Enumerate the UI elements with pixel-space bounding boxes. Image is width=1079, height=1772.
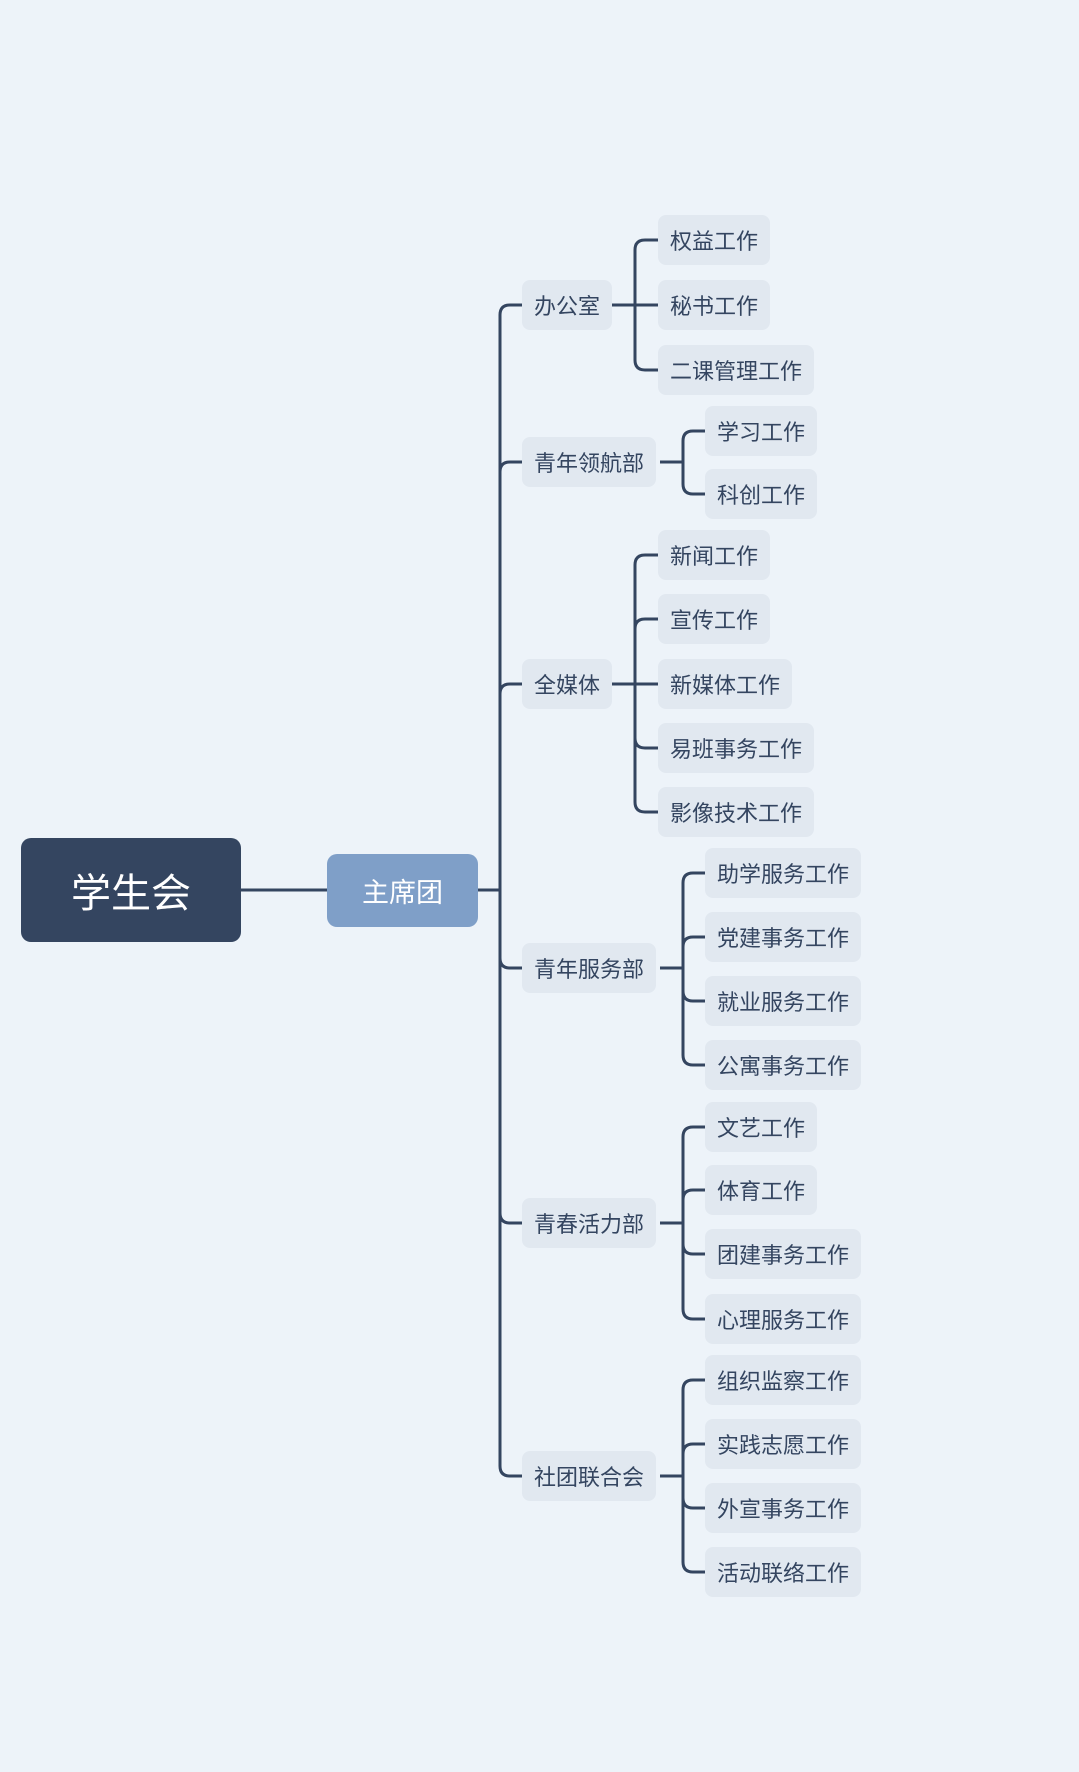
root-node[interactable]: 学生会: [21, 838, 241, 942]
task-node[interactable]: 秘书工作: [658, 280, 771, 330]
presidium-node[interactable]: 主席团: [327, 854, 478, 927]
task-node[interactable]: 新媒体工作: [658, 659, 793, 709]
leaf-connector: [681, 1243, 705, 1256]
task-node[interactable]: 活动联络工作: [705, 1547, 862, 1597]
leaf-connector: [633, 737, 658, 750]
department-node[interactable]: 全媒体: [522, 659, 613, 709]
leaf-connector: [681, 1497, 705, 1510]
task-node[interactable]: 体育工作: [705, 1165, 818, 1215]
leaf-connector: [681, 990, 705, 1003]
dept-connector: [498, 1465, 522, 1478]
department-node[interactable]: 青春活力部: [522, 1198, 657, 1248]
leaf-connector: [681, 1442, 705, 1455]
leaf-connector: [681, 871, 705, 884]
leaf-connector: [633, 553, 658, 566]
leaf-connector: [633, 617, 658, 630]
task-node[interactable]: 学习工作: [705, 406, 818, 456]
leaf-connector: [681, 429, 705, 442]
task-node[interactable]: 党建事务工作: [705, 912, 862, 962]
leaf-connector: [681, 935, 705, 948]
leaf-connector: [681, 483, 705, 496]
task-node[interactable]: 助学服务工作: [705, 848, 862, 898]
leaf-connector: [681, 1308, 705, 1321]
dept-connector: [498, 957, 522, 970]
task-node[interactable]: 就业服务工作: [705, 976, 862, 1026]
task-node[interactable]: 心理服务工作: [705, 1294, 862, 1344]
leaf-connector: [681, 1188, 705, 1201]
department-node[interactable]: 办公室: [522, 280, 613, 330]
task-node[interactable]: 文艺工作: [705, 1102, 818, 1152]
leaf-connector: [681, 1561, 705, 1574]
task-node[interactable]: 团建事务工作: [705, 1229, 862, 1279]
leaf-connector: [681, 1378, 705, 1391]
dept-connector: [498, 460, 522, 473]
dept-connector: [498, 682, 522, 695]
leaf-connector: [633, 359, 658, 372]
task-node[interactable]: 二课管理工作: [658, 345, 815, 395]
task-node[interactable]: 宣传工作: [658, 594, 771, 644]
leaf-connector: [633, 801, 658, 814]
task-node[interactable]: 实践志愿工作: [705, 1419, 862, 1469]
task-node[interactable]: 科创工作: [705, 469, 818, 519]
leaf-connector: [633, 238, 658, 251]
dept-connector: [498, 303, 522, 316]
dept-connector: [498, 1212, 522, 1225]
task-node[interactable]: 组织监察工作: [705, 1355, 862, 1405]
department-node[interactable]: 青年服务部: [522, 943, 657, 993]
task-node[interactable]: 新闻工作: [658, 530, 771, 580]
task-node[interactable]: 公寓事务工作: [705, 1040, 862, 1090]
task-node[interactable]: 权益工作: [658, 215, 771, 265]
task-node[interactable]: 影像技术工作: [658, 787, 815, 837]
leaf-connector: [681, 1054, 705, 1067]
department-node[interactable]: 社团联合会: [522, 1451, 657, 1501]
task-node[interactable]: 外宣事务工作: [705, 1483, 862, 1533]
task-node[interactable]: 易班事务工作: [658, 723, 815, 773]
leaf-connector: [681, 1125, 705, 1138]
department-node[interactable]: 青年领航部: [522, 437, 657, 487]
